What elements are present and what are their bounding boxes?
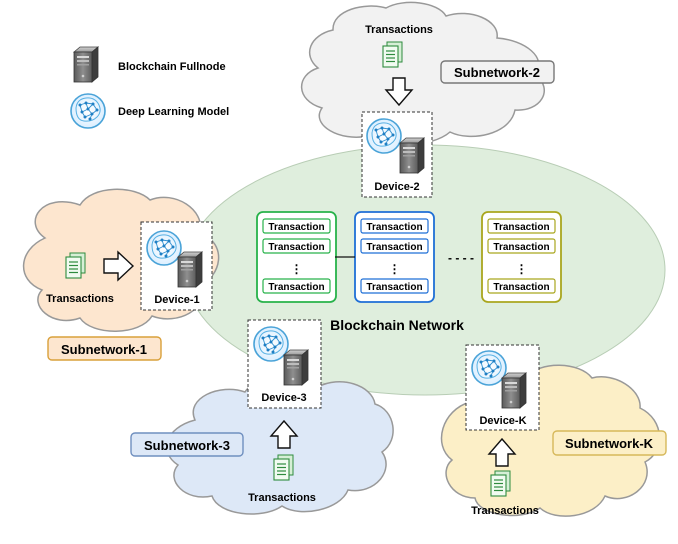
transaction-entry [360, 238, 429, 254]
blockchain-network-label: Blockchain Network [330, 317, 464, 333]
block-ellipsis: ⋮ [291, 262, 303, 276]
subnetwork-1-transactions-label: Transactions [46, 293, 114, 305]
brain-network-icon [471, 350, 507, 386]
server-icon [283, 349, 309, 386]
brain-network-icon [146, 230, 182, 266]
transaction-entry [487, 218, 556, 234]
subnetwork-k-label: Subnetwork-K [565, 436, 654, 451]
legend: Blockchain Fullnode Deep Learning Model [70, 46, 229, 129]
subnetwork-2-transactions-label: Transactions [365, 24, 433, 36]
down-arrow-icon [384, 77, 414, 107]
transaction-label: Transaction [493, 242, 549, 253]
up-arrow-icon [269, 419, 299, 449]
device-3-label: Device-3 [261, 392, 306, 404]
server-icon [73, 46, 99, 83]
device-k-label: Device-K [479, 415, 526, 427]
transaction-label: Transaction [493, 222, 549, 233]
block-ellipsis: ⋮ [516, 262, 528, 276]
device-2-label: Device-2 [374, 181, 419, 193]
subnetwork-k-badge [552, 430, 667, 456]
brain-network-icon [366, 118, 402, 154]
transaction-label: Transaction [366, 242, 422, 253]
subnetwork-2-badge [440, 60, 555, 84]
subnetwork-1-label: Subnetwork-1 [61, 342, 147, 357]
subnetwork-3-transactions-label: Transactions [248, 492, 316, 504]
transaction-entry [487, 238, 556, 254]
transaction-label: Transaction [268, 282, 324, 293]
subnetwork-3-badge [130, 432, 244, 457]
transaction-label: Transaction [268, 242, 324, 253]
subnetwork-3-label: Subnetwork-3 [144, 438, 230, 453]
transaction-label: Transaction [366, 222, 422, 233]
device-1-label: Device-1 [154, 294, 199, 306]
blockchain-blocks: TransactionTransactionTransaction⋮Transa… [256, 211, 562, 303]
transaction-entry [262, 278, 331, 294]
chain-ellipsis: - - - - [448, 251, 474, 265]
server-icon [177, 251, 203, 288]
subnetwork-1-badge [47, 336, 162, 361]
legend-fullnode-label: Blockchain Fullnode [118, 61, 226, 73]
transaction-entry [262, 218, 331, 234]
right-arrow-icon [103, 250, 135, 282]
subnetwork-2-label: Subnetwork-2 [454, 65, 540, 80]
brain-network-icon [253, 326, 289, 362]
transaction-label: Transaction [268, 222, 324, 233]
transaction-label: Transaction [366, 282, 422, 293]
transaction-entry [487, 278, 556, 294]
transaction-entry [262, 238, 331, 254]
server-icon [501, 372, 527, 409]
transaction-label: Transaction [493, 282, 549, 293]
block-ellipsis: ⋮ [389, 262, 401, 276]
up-arrow-icon [487, 437, 517, 467]
transaction-entry [360, 218, 429, 234]
transaction-entry [360, 278, 429, 294]
server-icon [399, 137, 425, 174]
legend-model-label: Deep Learning Model [118, 106, 229, 118]
brain-network-icon [70, 93, 106, 129]
subnetwork-2-cloud [300, 1, 546, 146]
subnetwork-k-transactions-label: Transactions [471, 505, 539, 517]
